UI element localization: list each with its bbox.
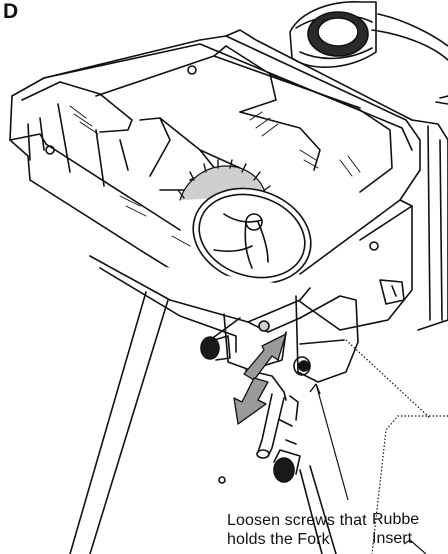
insert-callout-pointer: [403, 539, 427, 554]
left-knob: [200, 335, 231, 361]
upright-column: [411, 119, 448, 331]
steering-tube: [289, 1, 448, 105]
insert-callout-lines: [345, 339, 448, 554]
insert-callout-label: Rubbe Insert: [372, 510, 419, 548]
wheel-disc: [192, 187, 312, 285]
screw-caption-line-1: Loosen screws that: [227, 512, 367, 529]
up-arrow: [243, 333, 287, 381]
screw-caption-line-2: holds the Fork: [227, 531, 330, 548]
screw-caption: Loosen screws that holds the Fork: [227, 511, 417, 549]
screw-leader: [309, 383, 349, 501]
down-arrow: [233, 377, 269, 425]
adjust-arrows: [233, 333, 287, 425]
insert-callout-line-1: Rubbe: [372, 511, 420, 528]
panel-letter: D: [3, 0, 19, 23]
hatching: [69, 105, 361, 247]
insert-callout-line-2: Insert: [372, 530, 413, 547]
fork-arm: [89, 255, 359, 383]
frame-lines: [69, 291, 337, 554]
